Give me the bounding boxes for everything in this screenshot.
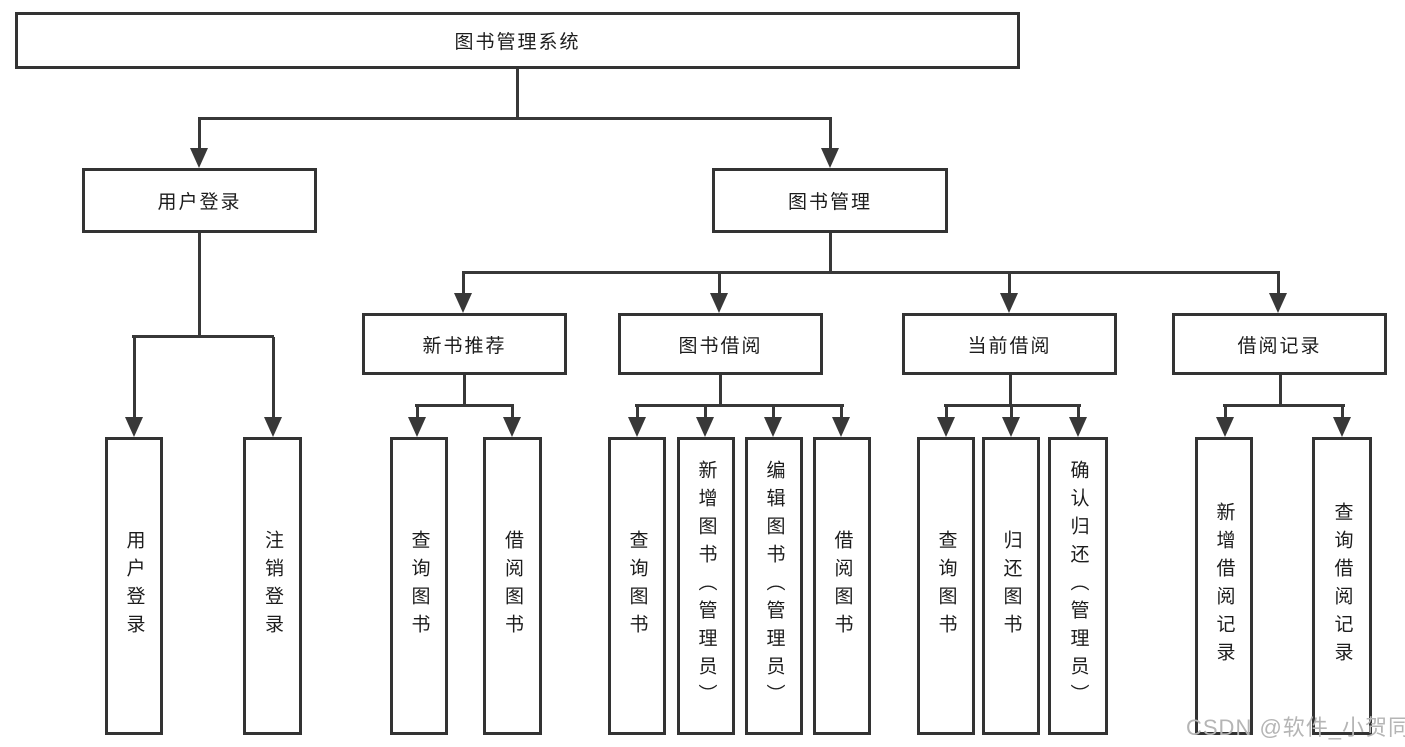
arrow-down-icon [264, 337, 282, 437]
node-return-books-leaf: 归还图书 [982, 437, 1040, 735]
node-book-management: 图书管理 [712, 168, 948, 233]
node-current-borrowing: 当前借阅 [902, 313, 1117, 375]
connector-line [719, 375, 722, 407]
connector-line [635, 404, 844, 407]
arrow-down-icon [937, 405, 955, 437]
arrow-down-icon [628, 405, 646, 437]
connector-line [1223, 404, 1345, 407]
arrow-down-icon [1000, 272, 1018, 313]
node-book-borrowing: 图书借阅 [618, 313, 823, 375]
arrow-down-icon [1333, 405, 1351, 437]
connector-line [1279, 375, 1282, 407]
node-query-books-leaf: 查询图书 [917, 437, 975, 735]
node-edit-books-admin-leaf: 编辑图书（管理员） [745, 437, 803, 735]
connector-line [944, 404, 1081, 407]
node-new-book-recommendation: 新书推荐 [362, 313, 567, 375]
node-borrow-books-leaf: 借阅图书 [483, 437, 542, 735]
node-library-management-system: 图书管理系统 [15, 12, 1020, 69]
node-query-books-leaf: 查询图书 [608, 437, 666, 735]
connector-line [829, 233, 832, 274]
arrow-down-icon [832, 405, 850, 437]
arrow-down-icon [408, 405, 426, 437]
connector-line [463, 375, 466, 407]
connector-line [462, 271, 1280, 274]
connector-line [1009, 375, 1012, 407]
arrow-down-icon [821, 118, 839, 168]
arrow-down-icon [125, 337, 143, 437]
arrow-down-icon [1216, 405, 1234, 437]
node-user-login: 用户登录 [82, 168, 317, 233]
connector-line [415, 404, 514, 407]
arrow-down-icon [454, 272, 472, 313]
node-borrow-books-leaf: 借阅图书 [813, 437, 871, 735]
node-add-books-admin-leaf: 新增图书（管理员） [677, 437, 735, 735]
node-borrowing-records: 借阅记录 [1172, 313, 1387, 375]
csdn-watermark: CSDN @软件_小贺同学 [1186, 715, 1405, 740]
arrow-down-icon [696, 405, 714, 437]
connector-line [198, 233, 201, 338]
arrow-down-icon [1069, 405, 1087, 437]
node-add-borrow-record-leaf: 新增借阅记录 [1195, 437, 1253, 735]
arrow-down-icon [710, 272, 728, 313]
arrow-down-icon [190, 118, 208, 168]
arrow-down-icon [764, 405, 782, 437]
connector-line [198, 117, 832, 120]
connector-line [132, 335, 274, 338]
node-query-borrow-record-leaf: 查询借阅记录 [1312, 437, 1372, 735]
connector-line [516, 68, 519, 120]
node-logout-leaf: 注销登录 [243, 437, 302, 735]
arrow-down-icon [1002, 405, 1020, 437]
node-query-books-leaf: 查询图书 [390, 437, 448, 735]
node-user-login-leaf: 用户登录 [105, 437, 163, 735]
arrow-down-icon [1269, 272, 1287, 313]
arrow-down-icon [503, 405, 521, 437]
node-confirm-return-admin-leaf: 确认归还（管理员） [1048, 437, 1108, 735]
